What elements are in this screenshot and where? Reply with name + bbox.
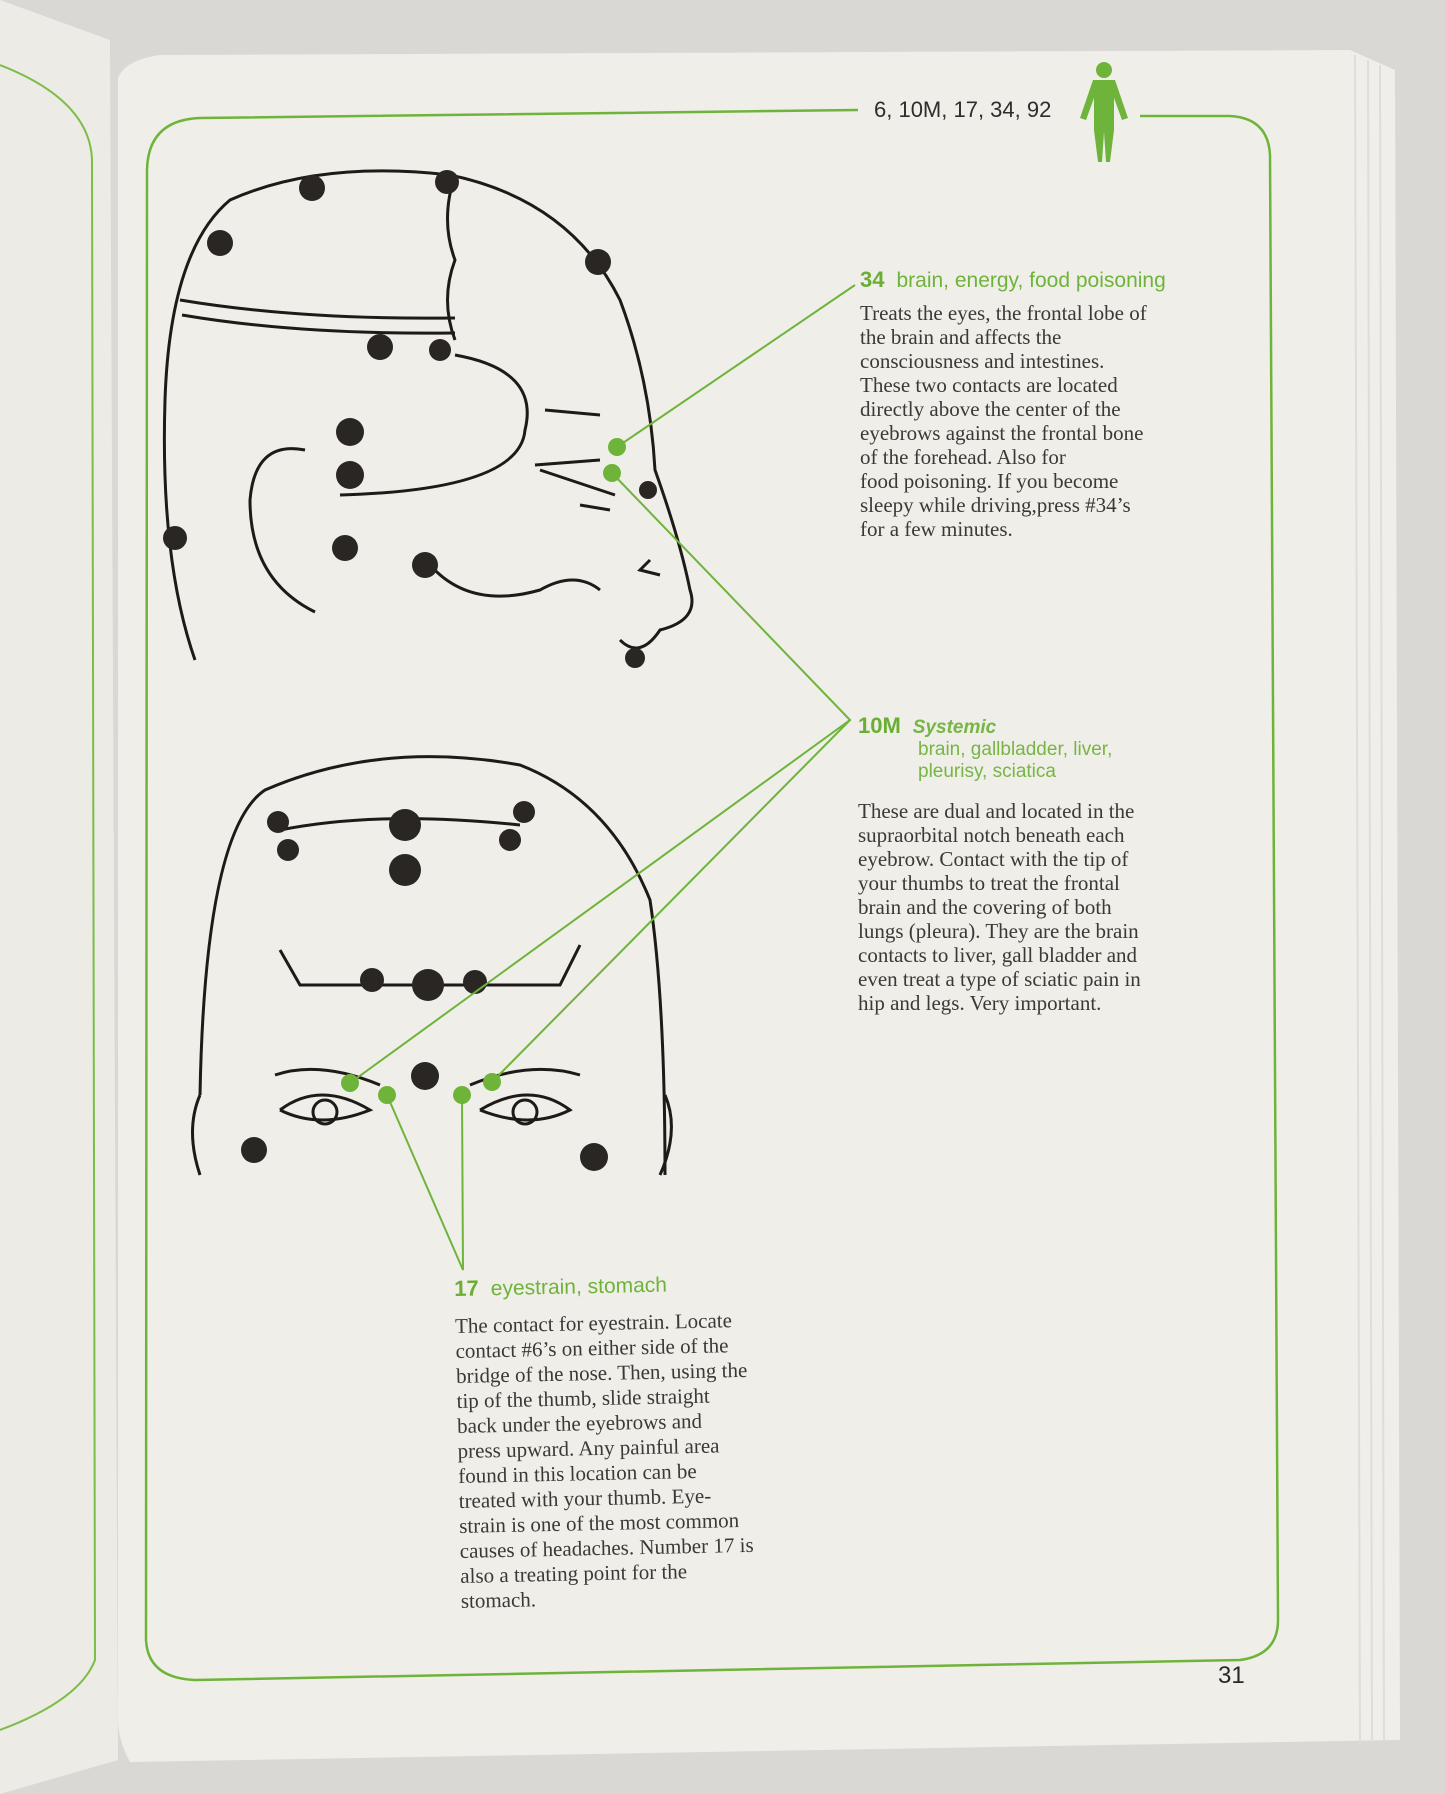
right-page [118, 50, 1400, 1762]
body-line: of the forehead. Also for [860, 445, 1066, 469]
left-page [0, 0, 118, 1794]
body-line: brain and the covering of both [858, 895, 1112, 919]
body-line: eyebrows against the frontal bone [860, 421, 1144, 445]
body-line: even treat a type of sciatic pain in [858, 967, 1141, 991]
entry-34: 34 brain, energy, food poisoning Treats t… [860, 267, 1240, 541]
human-figure-icon [1080, 62, 1128, 162]
body-line: lungs (pleura). They are the brain [858, 919, 1139, 943]
entry-keywords: brain, gallbladder, liver, [918, 739, 1113, 760]
points-list-header: 6, 10M, 17, 34, 92 [868, 97, 1058, 123]
entry-10m: 10M Systemic brain, gallbladder, liver, p… [858, 713, 1238, 1015]
body-line: directly above the center of the [860, 397, 1121, 421]
page-border [144, 108, 1280, 1682]
side-head-drawing [162, 169, 694, 661]
entry-keywords: brain, energy, food poisoning [896, 269, 1166, 292]
entry-keywords: eyestrain, stomach [490, 1273, 668, 1301]
body-line: food poisoning. If you become [860, 469, 1119, 493]
entry-number: 17 [454, 1275, 480, 1301]
body-line: eyebrow. Contact with the tip of [858, 847, 1129, 871]
body-line: These two contacts are located [860, 373, 1118, 397]
leader-lines [349, 284, 856, 1271]
body-line: supraorbital notch beneath each [858, 823, 1125, 847]
body-line: sleepy while driving,press #34’s [860, 493, 1131, 517]
page-number: 31 [1218, 1662, 1245, 1689]
body-line: your thumbs to treat the frontal [858, 871, 1120, 895]
acupoints-green [341, 438, 626, 1104]
body-line: hip and legs. Very important. [858, 991, 1102, 1015]
body-line: the brain and affects the [860, 325, 1062, 349]
body-line: Treats the eyes, the frontal lobe of [860, 301, 1147, 325]
entry-number: 10M [858, 713, 901, 738]
body-line: consciousness and intestines. [860, 349, 1105, 373]
entry-keywords: pleurisy, sciatica [918, 761, 1056, 782]
body-line: contacts to liver, gall bladder and [858, 943, 1138, 967]
entry-number: 34 [860, 267, 885, 292]
front-head-drawing [191, 755, 673, 1176]
body-line: These are dual and located in the [858, 799, 1135, 823]
entry-category: Systemic [912, 717, 997, 738]
body-line: for a few minutes. [860, 517, 1013, 541]
